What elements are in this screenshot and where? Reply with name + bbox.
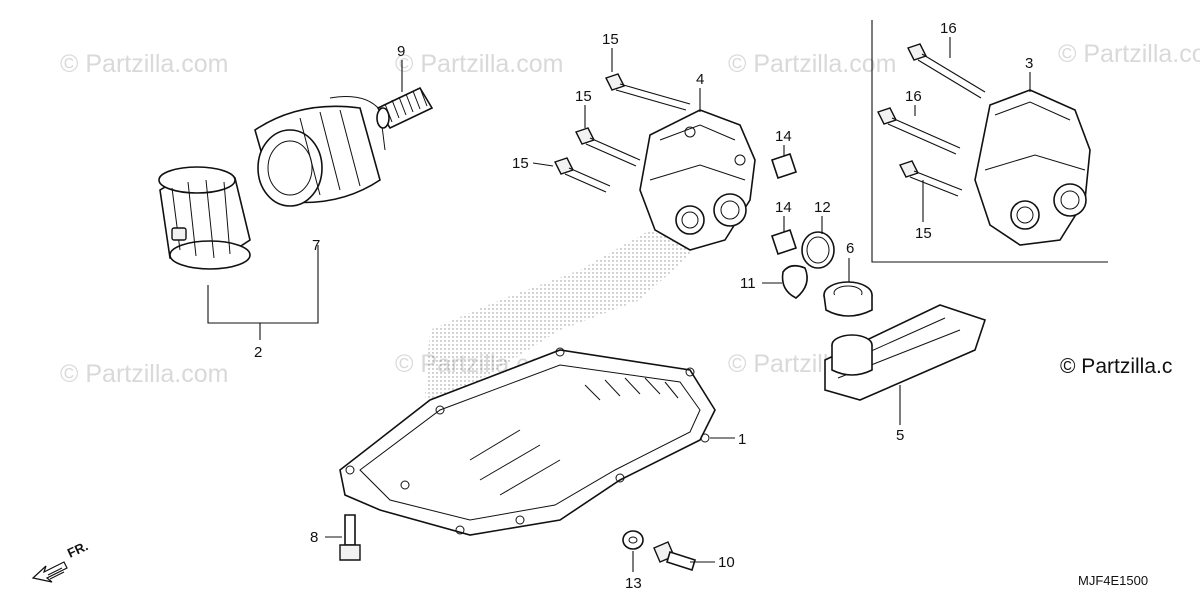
watermark: © Partzilla.com — [1058, 40, 1200, 68]
washer-13 — [622, 530, 644, 550]
bolt-15 — [899, 160, 963, 197]
callout-9: 9 — [397, 43, 405, 60]
bolts — [554, 43, 986, 197]
callout-15: 15 — [575, 88, 592, 105]
copyright-label: © Partzilla.c — [1060, 355, 1172, 378]
bolt-16 — [907, 43, 986, 99]
o-ring-11 — [781, 264, 808, 299]
callout-6: 6 — [846, 240, 854, 257]
callout-11: 11 — [740, 275, 756, 292]
callout-14: 14 — [775, 128, 792, 145]
diagram-code: MJF4E1500 — [1078, 573, 1148, 588]
oil-pan — [339, 347, 716, 536]
oil-strainer — [824, 304, 987, 401]
callout-14: 14 — [775, 199, 792, 216]
projection-shading — [425, 230, 695, 430]
callout-labels: 1 2 3 4 5 6 7 8 9 10 11 12 13 14 14 15 1… — [254, 20, 1033, 592]
dowel-pin — [770, 228, 798, 256]
callout-10: 10 — [718, 554, 735, 571]
watermark: © Partzilla.com — [60, 50, 228, 78]
direction-label: FR. — [65, 538, 90, 560]
bolt-15 — [605, 73, 691, 111]
callout-1: 1 — [738, 431, 746, 448]
callout-13: 13 — [625, 575, 642, 592]
callout-3: 3 — [1025, 55, 1033, 72]
callout-16: 16 — [940, 20, 957, 37]
callout-5: 5 — [896, 427, 904, 444]
drain-bolt-8 — [339, 514, 361, 561]
oil-filter-cap — [158, 166, 251, 270]
bolt-15 — [575, 127, 641, 167]
callout-7: 7 — [312, 237, 320, 254]
oil-pump — [639, 109, 756, 251]
dowel-pin — [770, 152, 798, 180]
oil-filter-bolt — [376, 86, 434, 130]
callout-2: 2 — [254, 344, 262, 361]
watermark: © Partzilla.com — [395, 50, 563, 78]
bolt-16 — [877, 107, 961, 155]
callout-8: 8 — [310, 529, 318, 546]
callout-15: 15 — [602, 31, 619, 48]
o-ring-12 — [801, 231, 835, 269]
inset-frame — [871, 20, 1108, 263]
watermark: © Partzilla.com — [728, 50, 896, 78]
callout-15: 15 — [512, 155, 529, 172]
oil-filter — [254, 96, 386, 207]
bolt-15 — [554, 157, 611, 193]
watermark: © Partzilla.com — [60, 360, 228, 388]
oil-seal-6 — [823, 281, 873, 317]
callout-12: 12 — [814, 199, 831, 216]
callout-16: 16 — [905, 88, 922, 105]
arrow-icon — [31, 561, 68, 583]
oil-pump-inset — [974, 89, 1091, 246]
callout-15: 15 — [915, 225, 932, 242]
leader-lines — [207, 37, 1031, 572]
callout-4: 4 — [696, 71, 704, 88]
drain-bolt-10 — [653, 541, 696, 572]
front-direction-arrow: FR. — [31, 538, 90, 583]
